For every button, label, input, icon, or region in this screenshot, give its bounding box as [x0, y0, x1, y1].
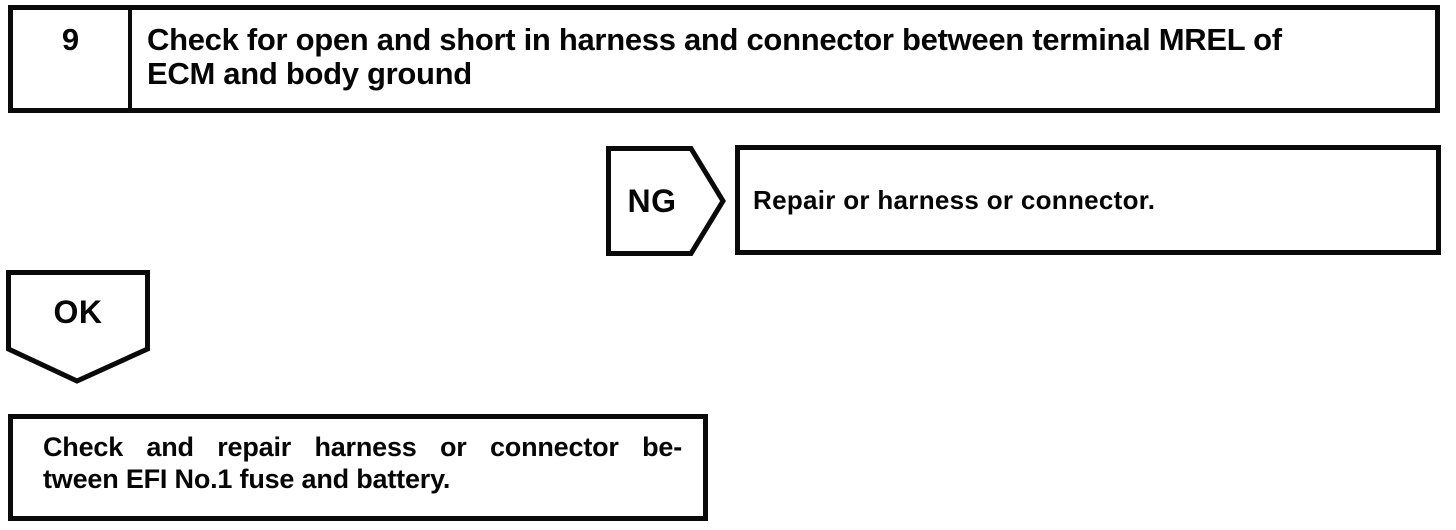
- ok-result-box: Check and repair harness or connector be…: [8, 414, 708, 521]
- step-instruction: Check for open and short in harness and …: [132, 10, 1435, 108]
- ok-connector: OK: [6, 270, 150, 384]
- ng-pentagon-icon: [606, 146, 726, 256]
- step-box: 9 Check for open and short in harness an…: [8, 5, 1440, 113]
- step-instruction-line-2: ECM and body ground: [147, 56, 472, 91]
- ng-connector: NG: [605, 145, 727, 257]
- ok-result-line-1: Check and repair harness or connector be…: [43, 432, 682, 462]
- step-instruction-line-1: Check for open and short in harness and …: [147, 22, 1282, 57]
- ng-label: NG: [627, 182, 677, 219]
- ok-pentagon-icon: [6, 270, 150, 384]
- ng-result-text: Repair or harness or connector.: [753, 184, 1156, 215]
- ok-result-line-2: tween EFI No.1 fuse and battery.: [43, 464, 451, 494]
- step-number: 9: [13, 10, 132, 108]
- ng-result-box: Repair or harness or connector.: [735, 145, 1441, 255]
- ok-label: OK: [53, 294, 103, 330]
